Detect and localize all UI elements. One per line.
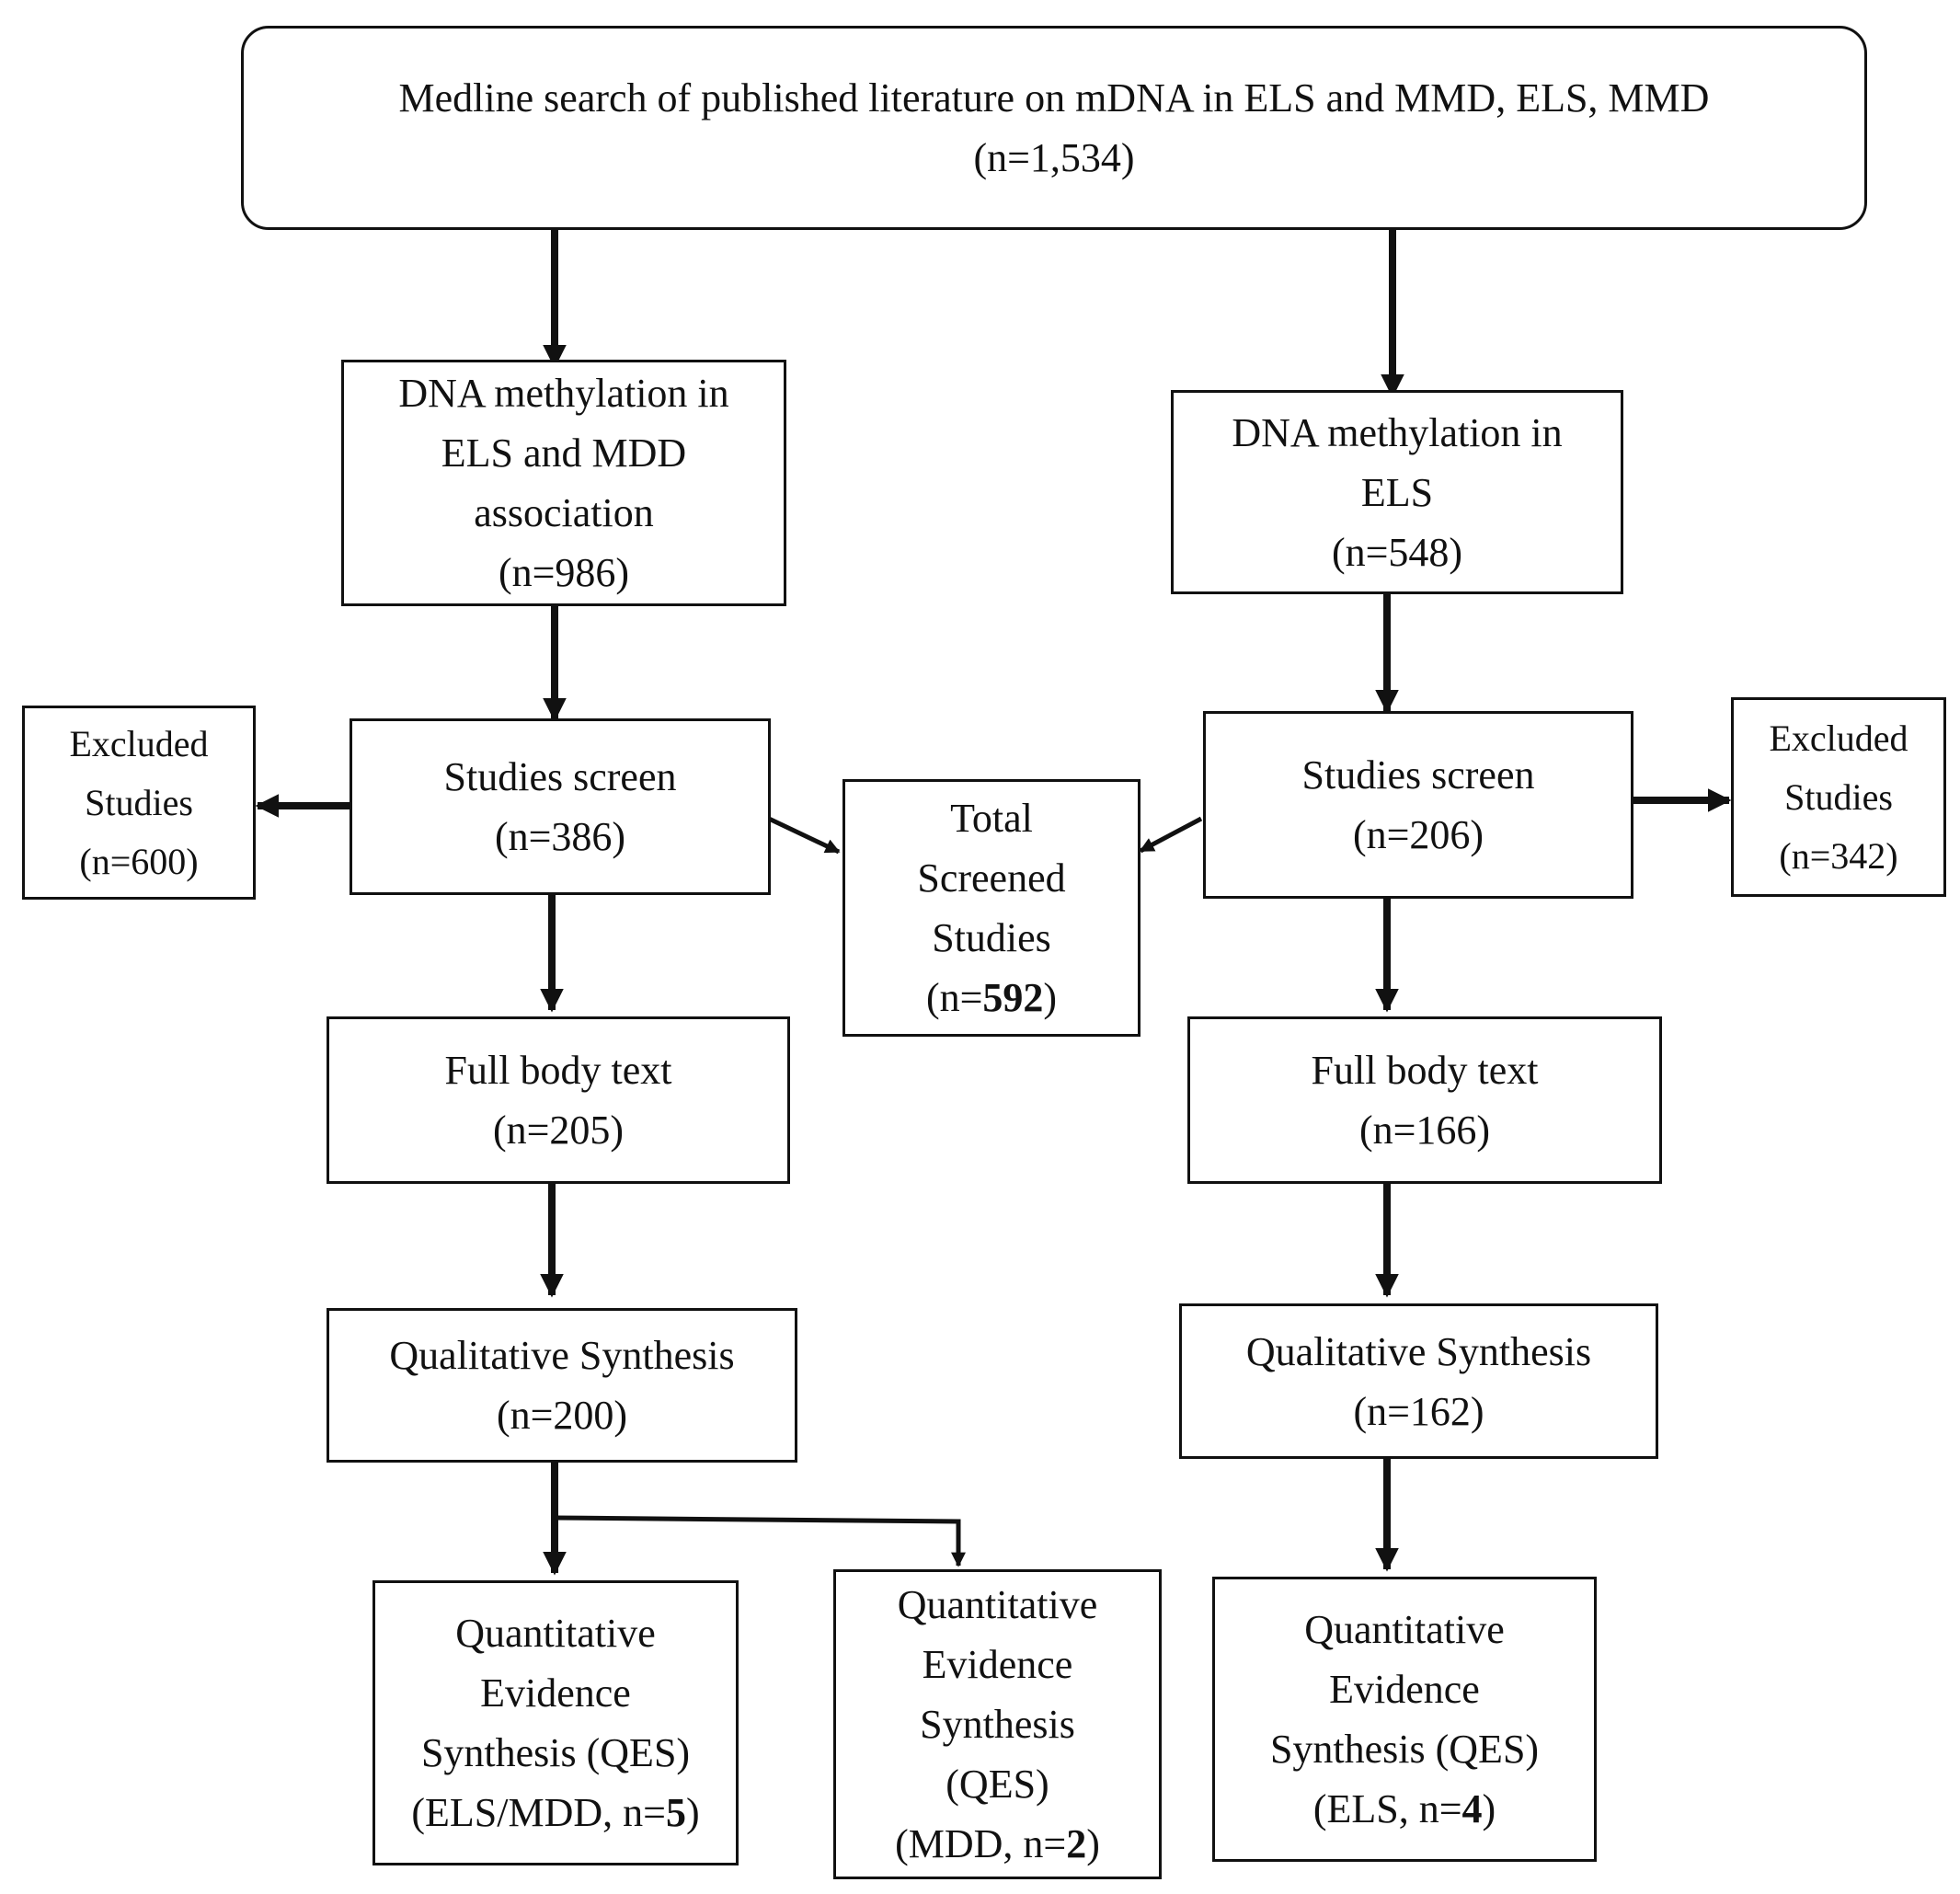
right-screen-box: Studies screen (n=206) bbox=[1203, 711, 1633, 899]
qes-left-line1: Quantitative bbox=[455, 1611, 656, 1656]
qes-left-count-value: 5 bbox=[665, 1790, 686, 1835]
right-fulltext-title: Full body text bbox=[1311, 1048, 1539, 1093]
left-branch-box: DNA methylation in ELS and MDD associati… bbox=[341, 360, 786, 606]
left-qualitative-box: Qualitative Synthesis (n=200) bbox=[327, 1308, 797, 1463]
left-screen-count: (n=386) bbox=[494, 814, 626, 859]
qes-left-count: (ELS/MDD, n=5) bbox=[411, 1790, 700, 1835]
right-screen-title: Studies screen bbox=[1301, 752, 1535, 798]
total-line2: Screened bbox=[917, 855, 1066, 901]
medline-search-box: Medline search of published literature o… bbox=[241, 26, 1867, 230]
right-qualitative-title: Qualitative Synthesis bbox=[1245, 1328, 1592, 1374]
qes-middle-count: (MDD, n=2) bbox=[895, 1821, 1100, 1866]
left-qualitative-count: (n=200) bbox=[496, 1393, 628, 1438]
left-fulltext-count: (n=205) bbox=[492, 1108, 625, 1153]
left-branch-title-line3: association bbox=[474, 490, 654, 535]
total-line1: Total bbox=[950, 796, 1033, 841]
qes-middle-line1: Quantitative bbox=[897, 1582, 1098, 1627]
qes-left-line3: Synthesis (QES) bbox=[420, 1730, 691, 1775]
left-qualitative-title: Qualitative Synthesis bbox=[389, 1333, 735, 1378]
left-branch-title-line2: ELS and MDD bbox=[441, 430, 687, 476]
qes-right-count-value: 4 bbox=[1461, 1786, 1483, 1831]
right-qualitative-count: (n=162) bbox=[1353, 1388, 1484, 1434]
qes-right-count: (ELS, n=4) bbox=[1312, 1786, 1496, 1831]
arrow-left-qual-to-middle-qes bbox=[554, 1515, 967, 1567]
qes-middle-line2: Evidence bbox=[922, 1642, 1073, 1687]
right-excluded-line2: Studies bbox=[1784, 775, 1893, 818]
qes-right-line3: Synthesis (QES) bbox=[1269, 1727, 1540, 1772]
total-count: (n=592) bbox=[925, 975, 1058, 1020]
qes-right-line1: Quantitative bbox=[1304, 1607, 1505, 1652]
qes-middle-count-value: 2 bbox=[1066, 1821, 1087, 1866]
total-screened-box: Total Screened Studies (n=592) bbox=[842, 779, 1140, 1037]
left-fulltext-title: Full body text bbox=[444, 1048, 672, 1093]
left-branch-count: (n=986) bbox=[498, 550, 630, 595]
right-excluded-line1: Excluded bbox=[1769, 717, 1908, 759]
right-branch-count: (n=548) bbox=[1331, 529, 1463, 575]
qes-middle-line3: Synthesis bbox=[920, 1702, 1075, 1747]
left-excluded-line1: Excluded bbox=[69, 722, 209, 764]
arrow-right-screen-to-total bbox=[1139, 816, 1203, 854]
right-fulltext-count: (n=166) bbox=[1358, 1108, 1491, 1153]
total-count-value: 592 bbox=[982, 975, 1044, 1020]
right-branch-box: DNA methylation in ELS (n=548) bbox=[1171, 390, 1623, 594]
total-line3: Studies bbox=[932, 915, 1051, 960]
left-screen-box: Studies screen (n=386) bbox=[350, 718, 771, 895]
left-branch-title-line1: DNA methylation in bbox=[398, 371, 729, 416]
right-branch-title-line2: ELS bbox=[1360, 469, 1434, 515]
right-excluded-count: (n=342) bbox=[1779, 834, 1898, 877]
arrow-left-screen-to-total bbox=[767, 816, 841, 855]
right-qualitative-box: Qualitative Synthesis (n=162) bbox=[1179, 1303, 1658, 1459]
medline-search-count: (n=1,534) bbox=[973, 135, 1135, 180]
left-screen-title: Studies screen bbox=[443, 754, 677, 799]
medline-search-label: Medline search of published literature o… bbox=[398, 75, 1710, 121]
left-fulltext-box: Full body text (n=205) bbox=[327, 1016, 790, 1184]
right-branch-title-line1: DNA methylation in bbox=[1232, 409, 1563, 455]
right-screen-count: (n=206) bbox=[1352, 812, 1484, 857]
left-excluded-box: Excluded Studies (n=600) bbox=[22, 706, 256, 900]
right-excluded-box: Excluded Studies (n=342) bbox=[1731, 697, 1946, 897]
qes-right-box: Quantitative Evidence Synthesis (QES) (E… bbox=[1212, 1577, 1597, 1862]
qes-middle-box: Quantitative Evidence Synthesis (QES) (M… bbox=[833, 1569, 1162, 1879]
qes-right-line2: Evidence bbox=[1329, 1667, 1480, 1712]
right-fulltext-box: Full body text (n=166) bbox=[1187, 1016, 1662, 1184]
left-excluded-count: (n=600) bbox=[79, 840, 199, 882]
qes-middle-line4: (QES) bbox=[946, 1762, 1049, 1807]
qes-left-line2: Evidence bbox=[480, 1670, 631, 1716]
qes-left-box: Quantitative Evidence Synthesis (QES) (E… bbox=[373, 1580, 739, 1865]
left-excluded-line2: Studies bbox=[85, 781, 193, 823]
